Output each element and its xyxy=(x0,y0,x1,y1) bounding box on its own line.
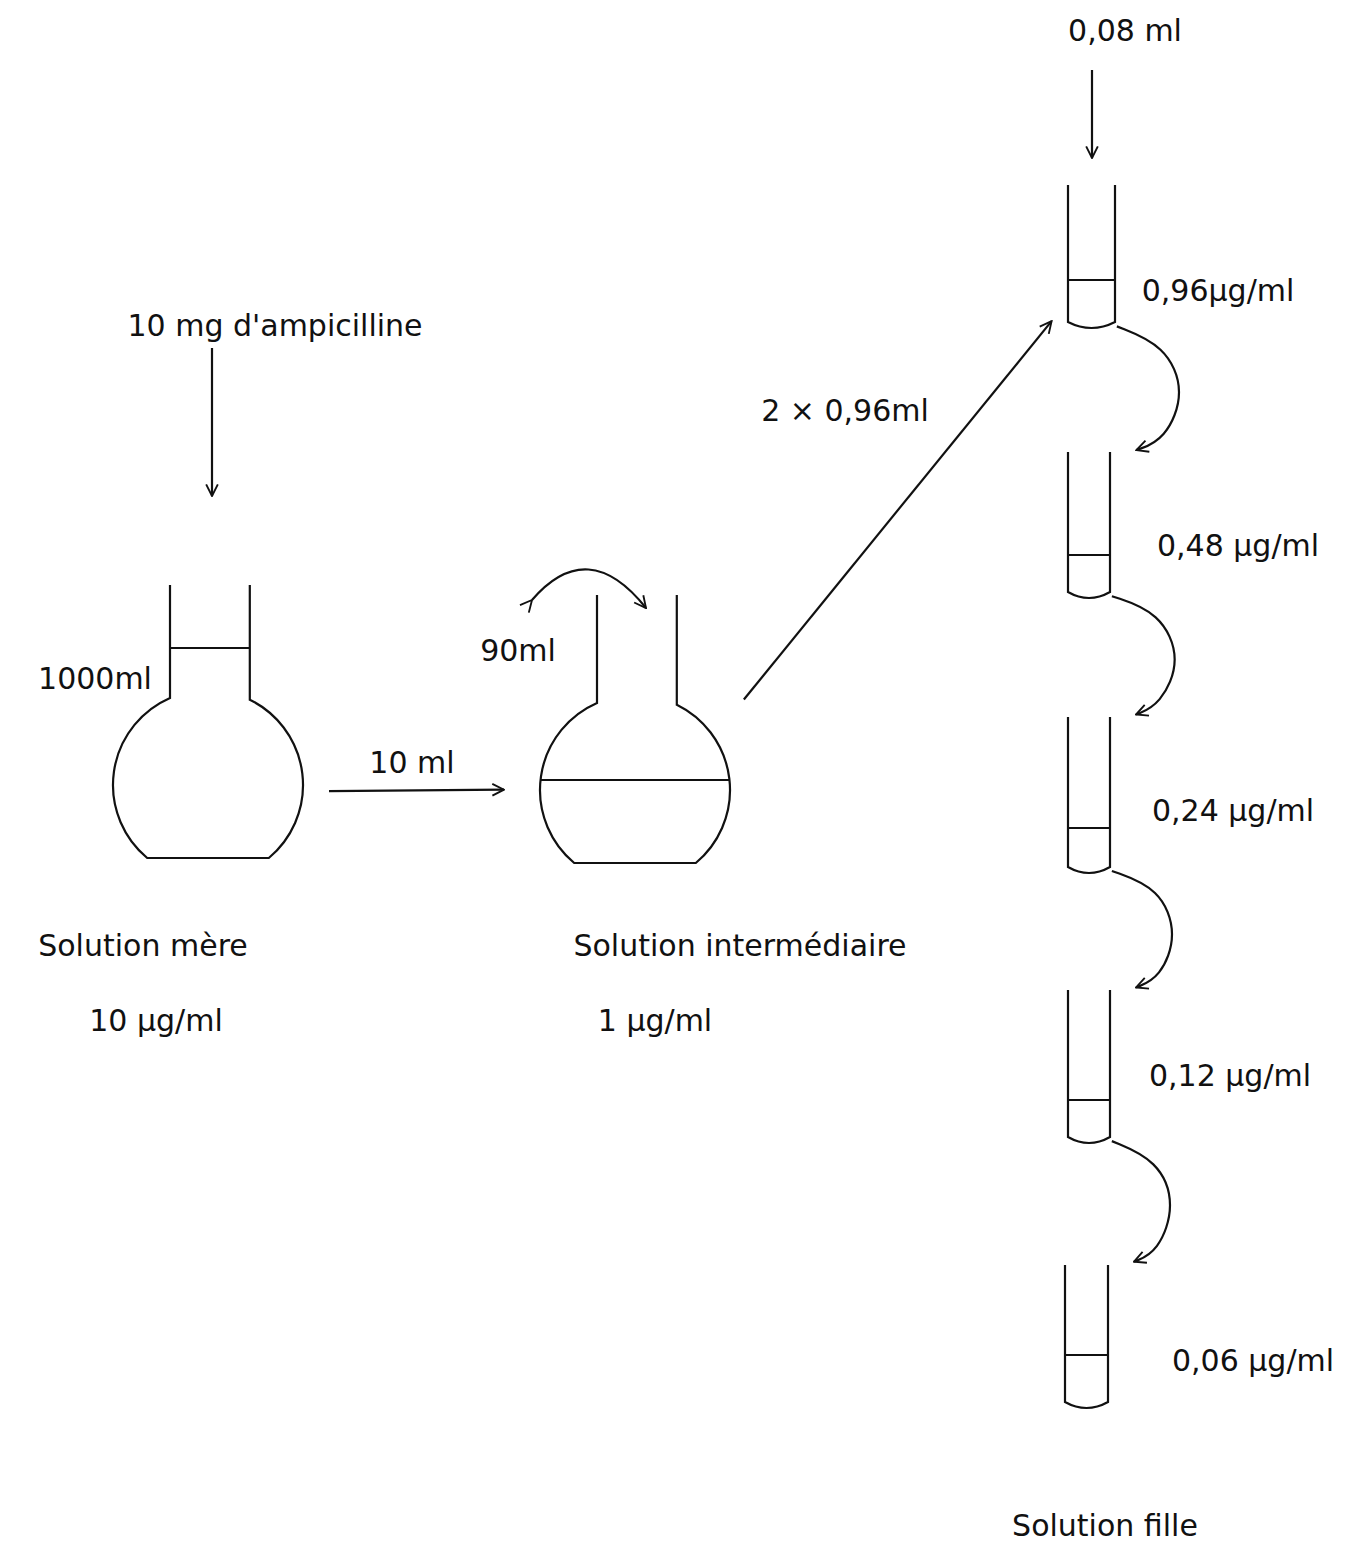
solution-name: Solution mère xyxy=(38,929,248,962)
concentration-label: 0,06 µg/ml xyxy=(1172,1344,1334,1377)
transfer-volume: 2 × 0,96ml xyxy=(758,394,932,427)
concentration-label: 0,48 µg/ml xyxy=(1157,529,1319,562)
transfer-arrow xyxy=(1117,326,1179,450)
mixing-arrow xyxy=(532,569,646,608)
concentration-label: 0,24 µg/ml xyxy=(1152,794,1314,827)
test-tube-outline xyxy=(1068,452,1110,600)
transfer-arrow xyxy=(1112,596,1175,714)
group-label: Solution fille xyxy=(1009,1509,1201,1542)
test-tube-outline xyxy=(1068,717,1110,875)
reagent-label: 10 mg d'ampicilline xyxy=(124,309,425,342)
concentration-label: 0,96µg/ml xyxy=(1142,274,1295,307)
test-tube: 0,48 µg/ml xyxy=(1068,452,1110,600)
concentration-label: 0,12 µg/ml xyxy=(1149,1059,1311,1092)
test-tube-outline xyxy=(1068,990,1110,1145)
concentration-label: 1 µg/ml xyxy=(598,1004,712,1037)
solution-name: Solution intermédiaire xyxy=(573,929,906,962)
input-arrow xyxy=(211,348,213,496)
test-tube: 0,06 µg/ml xyxy=(1065,1265,1108,1410)
test-tube: 0,12 µg/ml xyxy=(1068,990,1110,1145)
flask-outline xyxy=(113,585,303,860)
transfer-arrow xyxy=(1112,871,1172,988)
volume-label: 0,08 ml xyxy=(1065,14,1185,47)
transfer-arrow xyxy=(329,790,504,791)
test-tube-outline xyxy=(1065,1265,1108,1410)
transfer-arrow xyxy=(744,321,1052,699)
transfer-arrow xyxy=(1112,1141,1170,1262)
flask: Solution mère10 µg/ml xyxy=(113,585,303,860)
volume-label: 1000ml xyxy=(35,662,155,695)
test-tube-outline xyxy=(1068,185,1115,330)
concentration-label: 10 µg/ml xyxy=(89,1004,223,1037)
input-arrow xyxy=(1091,70,1093,158)
transfer-volume: 10 ml xyxy=(366,746,457,779)
test-tube: 0,96µg/ml xyxy=(1068,185,1115,330)
volume-label: 90ml xyxy=(477,634,559,667)
test-tube: 0,24 µg/ml xyxy=(1068,717,1110,875)
flask-outline xyxy=(540,595,730,865)
flask: Solution intermédiaire1 µg/ml xyxy=(540,595,730,865)
